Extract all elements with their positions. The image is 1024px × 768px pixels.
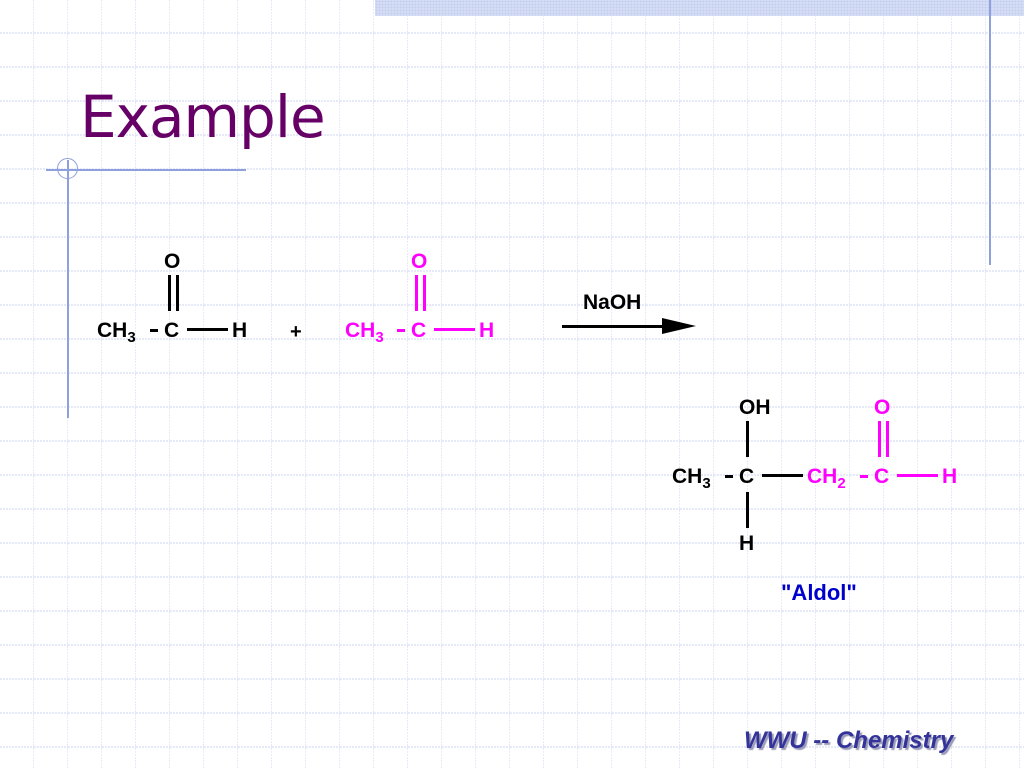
single-bond	[397, 329, 405, 332]
left-accent-line	[67, 160, 69, 418]
top-band-decoration	[375, 0, 1024, 16]
oxygen-label: O	[411, 250, 428, 273]
methyl-group: CH3	[672, 465, 711, 491]
single-bond	[187, 328, 228, 331]
ch-text: CH	[97, 319, 128, 342]
methyl-group: CH3	[345, 319, 384, 345]
single-bond	[762, 474, 803, 477]
oxygen-label: O	[874, 396, 891, 419]
double-bond-line	[423, 275, 426, 311]
carbon-label: C	[874, 465, 890, 488]
double-bond-line	[878, 421, 881, 457]
subscript: 2	[837, 475, 846, 492]
title-underline	[46, 169, 246, 171]
double-bond-line	[176, 275, 179, 311]
double-bond-line	[168, 275, 171, 311]
ch-text: CH	[672, 465, 703, 488]
crosshair-circle-decoration	[57, 158, 78, 179]
single-bond	[725, 475, 733, 478]
carbon-label: C	[164, 319, 180, 342]
arrow-head-icon	[662, 318, 696, 334]
hydrogen-label: H	[942, 465, 958, 488]
single-bond	[434, 328, 475, 331]
ch-text: CH	[807, 465, 838, 488]
plus-sign: +	[290, 321, 302, 343]
single-bond	[746, 421, 749, 457]
product-name-label: "Aldol"	[781, 580, 857, 605]
carbon-label: C	[411, 319, 427, 342]
hydroxyl-label: OH	[739, 396, 771, 419]
reaction-arrow	[562, 325, 680, 328]
double-bond-line	[886, 421, 889, 457]
hydrogen-label: H	[232, 319, 248, 342]
oxygen-label: O	[164, 250, 181, 273]
ch-text: CH	[345, 319, 376, 342]
right-accent-line	[989, 0, 991, 265]
slide-title: Example	[80, 83, 326, 151]
single-bond	[746, 492, 749, 528]
reagent-label: NaOH	[583, 291, 642, 314]
double-bond-line	[415, 275, 418, 311]
footer-text: WWU -- Chemistry	[744, 727, 954, 754]
single-bond	[897, 474, 938, 477]
methyl-group: CH3	[97, 319, 136, 345]
single-bond	[860, 475, 868, 478]
subscript: 3	[702, 475, 711, 492]
subscript: 3	[127, 329, 136, 346]
hydrogen-label: H	[739, 532, 755, 555]
hydrogen-label: H	[479, 319, 495, 342]
methylene-group: CH2	[807, 465, 846, 491]
subscript: 3	[375, 329, 384, 346]
single-bond	[150, 329, 158, 332]
carbon-label: C	[739, 465, 755, 488]
